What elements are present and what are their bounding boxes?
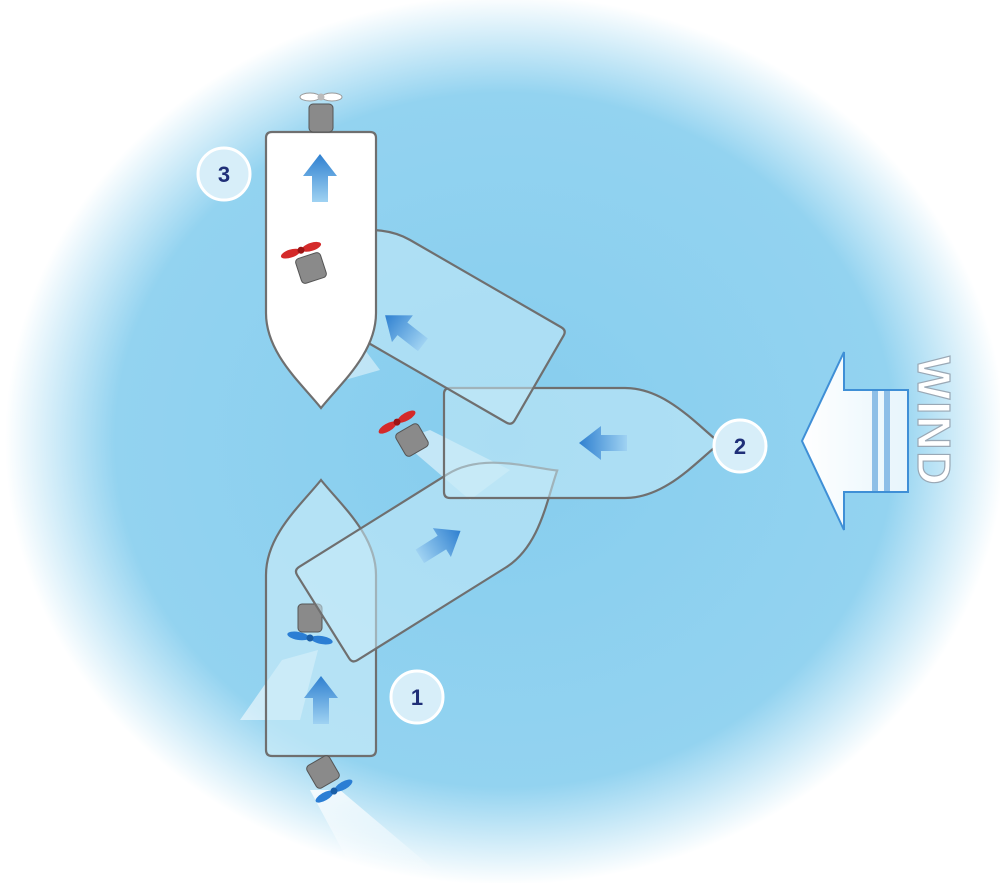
propeller-icon (299, 92, 343, 102)
propeller-icon (315, 779, 353, 803)
position-number-1: 1 (411, 685, 423, 710)
engine-reverse-3 (280, 241, 327, 284)
propeller-icon (280, 241, 322, 259)
position-badge-2: 2 (712, 418, 768, 474)
engine-neutral-3 (299, 92, 343, 133)
wind-arrow-icon (800, 351, 909, 531)
engine-stern-1 (306, 755, 353, 803)
wind-label: WIND (908, 356, 960, 487)
engine-forward (287, 603, 333, 645)
boat-position-1 (264, 478, 378, 758)
position-badge-1: 1 (389, 669, 445, 725)
position-number-3: 3 (218, 162, 230, 187)
propeller-icon (287, 631, 333, 645)
engine-reverse-2 (378, 410, 429, 457)
propeller-icon (378, 410, 416, 434)
position-number-2: 2 (734, 434, 746, 459)
position-badge-3: 3 (196, 146, 252, 202)
wake-stern-1 (310, 790, 450, 883)
